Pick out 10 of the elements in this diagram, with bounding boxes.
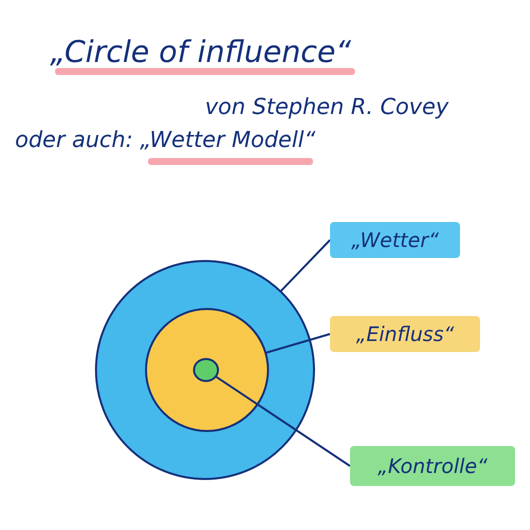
- author-note: von Stephen R. Covey: [205, 95, 449, 120]
- subtitle-note: oder auch: „Wetter Modell“: [15, 128, 316, 153]
- label-highlight: „Wetter“: [330, 222, 460, 258]
- label-highlight: „Einfluss“: [330, 316, 480, 352]
- label-highlight: „Kontrolle“: [350, 446, 515, 486]
- leader-line: [215, 376, 351, 467]
- title: „Circle of influence“: [50, 35, 352, 70]
- leader-line: [265, 333, 330, 354]
- leader-line: [280, 239, 331, 292]
- inner-circle: [193, 358, 219, 382]
